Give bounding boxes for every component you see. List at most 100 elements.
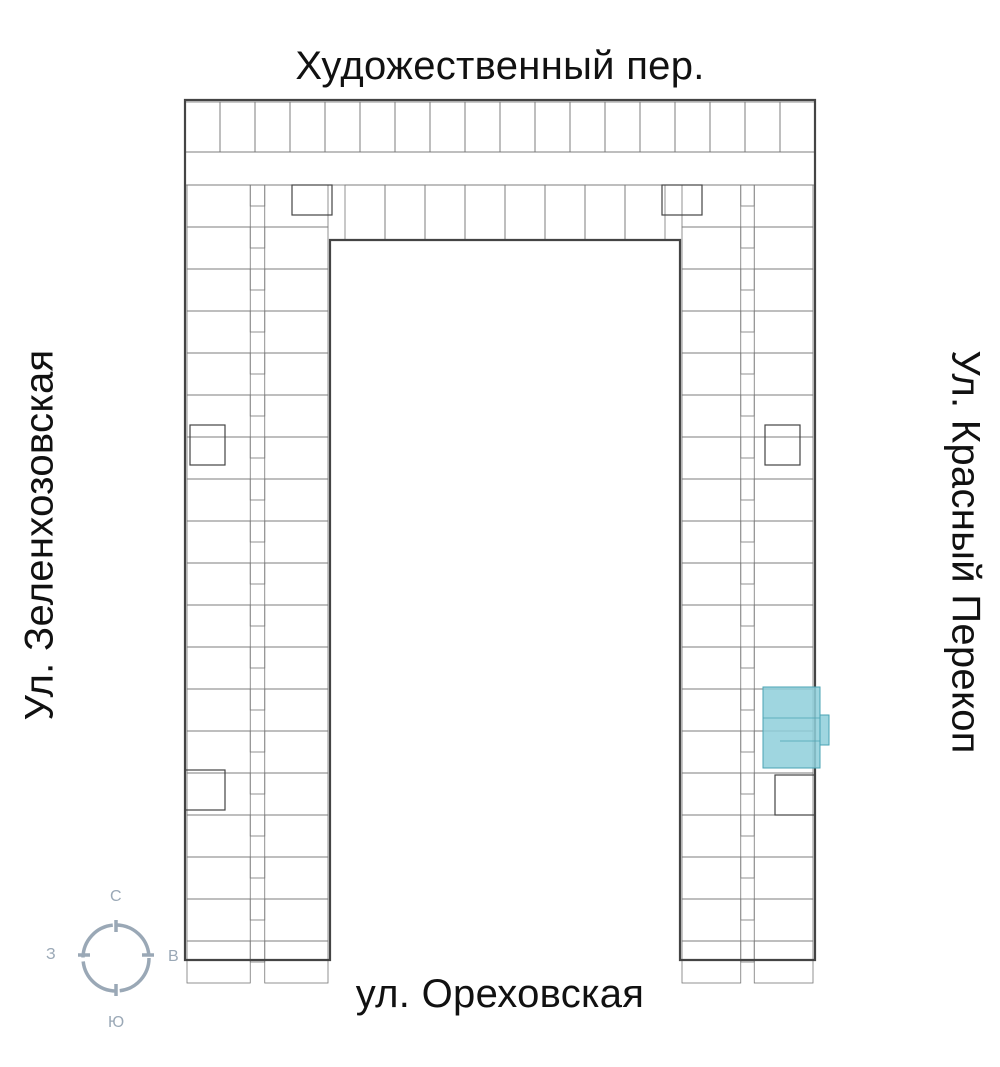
room bbox=[264, 310, 329, 354]
room bbox=[186, 814, 251, 858]
room bbox=[740, 646, 755, 669]
room bbox=[740, 688, 755, 711]
room bbox=[740, 604, 755, 627]
room bbox=[186, 856, 251, 900]
room-grid bbox=[184, 101, 816, 984]
room bbox=[249, 646, 266, 669]
room bbox=[753, 562, 814, 606]
room bbox=[219, 101, 256, 153]
room bbox=[740, 814, 755, 837]
room bbox=[624, 184, 666, 241]
room bbox=[740, 856, 755, 879]
room bbox=[464, 101, 501, 153]
room bbox=[740, 268, 755, 291]
room bbox=[264, 184, 329, 228]
room bbox=[709, 101, 746, 153]
room bbox=[254, 101, 291, 153]
room bbox=[639, 101, 676, 153]
room bbox=[264, 646, 329, 690]
room bbox=[740, 226, 755, 249]
room bbox=[464, 184, 506, 241]
room bbox=[584, 184, 626, 241]
room bbox=[264, 814, 329, 858]
room bbox=[534, 101, 571, 153]
room bbox=[681, 562, 742, 606]
room bbox=[184, 101, 221, 153]
room bbox=[740, 394, 755, 417]
room bbox=[249, 604, 266, 627]
room bbox=[681, 520, 742, 564]
room bbox=[753, 646, 814, 690]
room bbox=[264, 394, 329, 438]
room bbox=[289, 101, 326, 153]
room bbox=[740, 478, 755, 501]
room bbox=[249, 436, 266, 459]
room bbox=[249, 562, 266, 585]
room bbox=[753, 940, 814, 984]
room bbox=[249, 940, 266, 963]
room bbox=[681, 940, 742, 984]
room bbox=[681, 436, 742, 480]
room bbox=[264, 772, 329, 816]
room bbox=[681, 310, 742, 354]
room bbox=[753, 814, 814, 858]
room bbox=[429, 101, 466, 153]
room bbox=[249, 730, 266, 753]
room bbox=[744, 101, 781, 153]
room bbox=[740, 898, 755, 921]
room bbox=[186, 310, 251, 354]
room bbox=[249, 772, 266, 795]
room bbox=[186, 352, 251, 396]
room bbox=[753, 478, 814, 522]
room bbox=[344, 184, 386, 241]
room bbox=[264, 604, 329, 648]
room bbox=[186, 184, 251, 228]
room bbox=[569, 101, 606, 153]
room bbox=[753, 604, 814, 648]
room bbox=[264, 268, 329, 312]
room bbox=[674, 101, 711, 153]
room bbox=[186, 646, 251, 690]
room bbox=[264, 730, 329, 774]
room bbox=[249, 478, 266, 501]
room bbox=[753, 856, 814, 900]
room bbox=[186, 436, 251, 480]
compass-east-label: В bbox=[168, 948, 179, 965]
room bbox=[753, 394, 814, 438]
room bbox=[264, 352, 329, 396]
room bbox=[186, 604, 251, 648]
compass-icon bbox=[78, 920, 154, 996]
room bbox=[604, 101, 641, 153]
room bbox=[264, 898, 329, 942]
room bbox=[249, 898, 266, 921]
room bbox=[681, 646, 742, 690]
room bbox=[249, 184, 266, 207]
room bbox=[264, 940, 329, 984]
room bbox=[740, 184, 755, 207]
room bbox=[264, 688, 329, 732]
room bbox=[753, 310, 814, 354]
room bbox=[186, 688, 251, 732]
room bbox=[681, 352, 742, 396]
room bbox=[740, 562, 755, 585]
room bbox=[186, 730, 251, 774]
room bbox=[249, 226, 266, 249]
room bbox=[264, 436, 329, 480]
street-label-north: Художественный пер. bbox=[295, 44, 705, 88]
room bbox=[359, 101, 396, 153]
compass-south-label: Ю bbox=[108, 1014, 125, 1031]
room bbox=[681, 184, 742, 228]
room bbox=[753, 268, 814, 312]
room bbox=[740, 310, 755, 333]
compass-north-label: С bbox=[110, 888, 122, 905]
room bbox=[681, 814, 742, 858]
highlighted-apartment[interactable] bbox=[762, 686, 830, 769]
room bbox=[264, 478, 329, 522]
street-label-south: ул. Ореховская bbox=[355, 972, 645, 1016]
room bbox=[681, 688, 742, 732]
room bbox=[264, 520, 329, 564]
room bbox=[753, 184, 814, 228]
room bbox=[740, 730, 755, 753]
room bbox=[264, 856, 329, 900]
